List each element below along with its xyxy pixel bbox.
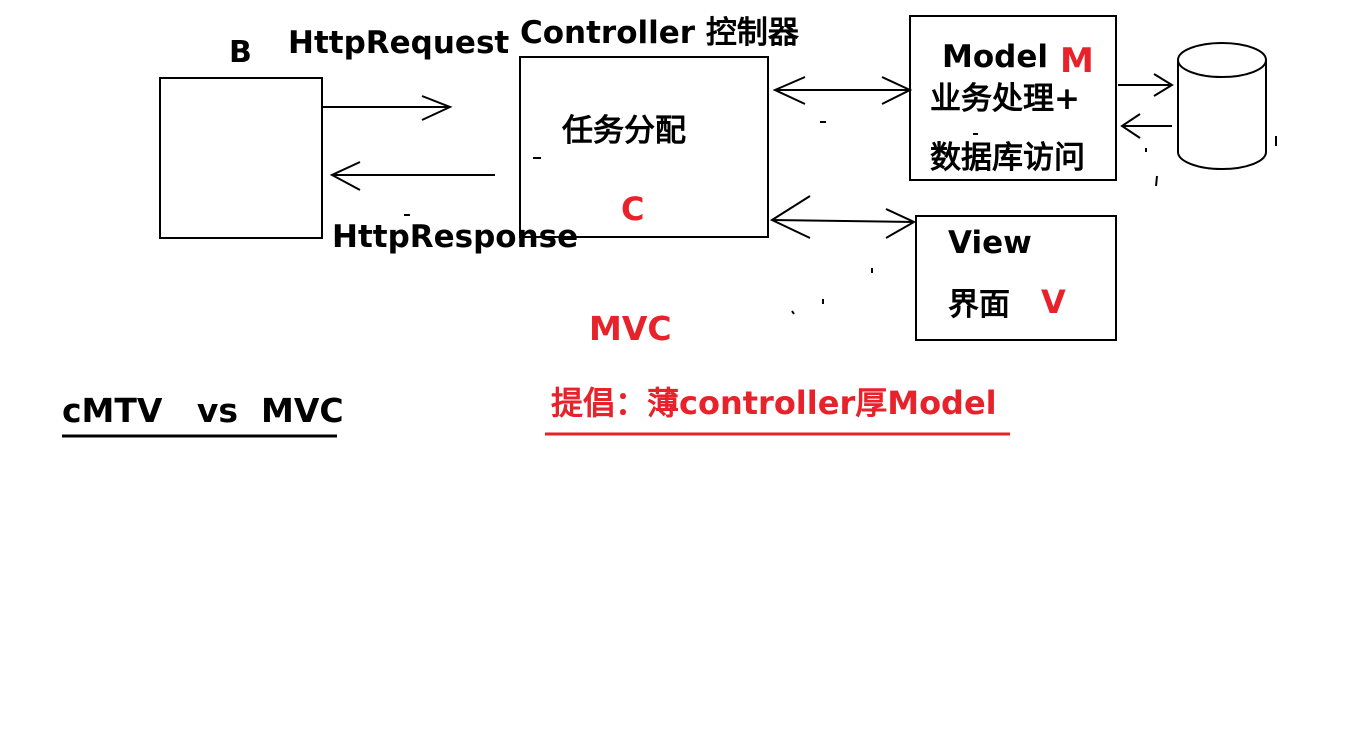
stray-marks — [404, 121, 1277, 315]
model-line2: 数据库访问 — [930, 140, 1085, 176]
request-arrow — [323, 95, 453, 121]
browser-label: B — [229, 35, 252, 70]
pattern-label: MVC — [589, 309, 672, 348]
db-to-model-arrow — [1120, 113, 1172, 139]
response-arrow — [329, 161, 495, 191]
browser-box — [159, 77, 323, 239]
model-title: Model — [942, 39, 1048, 75]
view-title: View — [948, 225, 1032, 261]
controller-view-arrow — [769, 195, 917, 239]
model-letter: M — [1060, 41, 1094, 81]
controller-box — [519, 56, 769, 238]
view-body: 界面 — [948, 287, 1010, 323]
model-to-db-arrow — [1118, 73, 1174, 97]
controller-body: 任务分配 — [562, 113, 686, 149]
model-line1: 业务处理+ — [930, 81, 1080, 117]
request-label: HttpRequest — [288, 25, 510, 61]
controller-title: Controller 控制器 — [520, 15, 799, 51]
view-letter: V — [1041, 283, 1066, 321]
database-icon — [1177, 42, 1267, 170]
controller-model-arrow — [772, 76, 913, 105]
model-box — [909, 15, 1117, 181]
view-box — [915, 215, 1117, 341]
controller-letter: C — [621, 190, 645, 228]
advice-text: 提倡：薄controller厚Model — [551, 384, 997, 422]
compare-text: cMTV vs MVC — [62, 391, 344, 430]
response-label: HttpResponse — [332, 219, 579, 255]
